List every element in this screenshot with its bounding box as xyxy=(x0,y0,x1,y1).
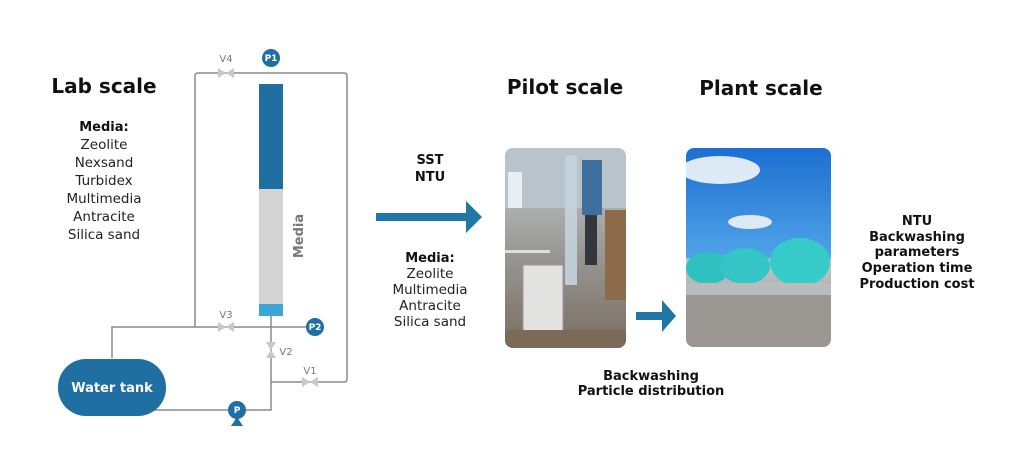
pressure-p2-label: P2 xyxy=(309,323,322,333)
pilot-scale-title: Pilot scale xyxy=(507,75,623,99)
pump-base xyxy=(231,417,243,426)
plant-output: NTU xyxy=(902,214,932,229)
valve-v3 xyxy=(218,322,234,332)
valve-v2-label: V2 xyxy=(279,347,292,358)
param-sst: SST xyxy=(416,153,443,168)
plant-output: Production cost xyxy=(859,277,974,292)
plant-output: Backwashing xyxy=(869,230,965,245)
valve-v2 xyxy=(266,342,276,358)
lab-media-item: Nexsand xyxy=(75,155,134,171)
lab-media-item: Silica sand xyxy=(68,227,140,243)
pump-label: P xyxy=(234,406,241,416)
transfer-media-item: Multimedia xyxy=(392,282,467,298)
plant-scale-title: Plant scale xyxy=(699,76,822,100)
pilot-output: Particle distribution xyxy=(578,384,725,399)
valve-v1-label: V1 xyxy=(303,366,316,377)
lab-media-list: Zeolite Nexsand Turbidex Multimedia Antr… xyxy=(66,137,141,243)
lab-media-item: Turbidex xyxy=(74,173,132,189)
param-ntu: NTU xyxy=(415,170,445,185)
column-media-label: Media xyxy=(292,214,307,258)
transfer-media-item: Antracite xyxy=(399,298,461,314)
lab-media-item: Zeolite xyxy=(81,137,128,153)
valve-v1 xyxy=(302,377,318,387)
lab-media-heading: Media: xyxy=(79,120,129,135)
arrow-pilot-to-plant xyxy=(636,300,676,332)
pump-icon xyxy=(228,401,246,419)
lab-media-item: Antracite xyxy=(73,209,135,225)
pressure-gauge-p2 xyxy=(306,318,324,336)
valve-v4-label: V4 xyxy=(219,54,232,65)
water-tank xyxy=(58,359,166,416)
valve-v4 xyxy=(218,68,234,78)
arrow-lab-to-pilot xyxy=(376,201,482,233)
transfer-media-item: Zeolite xyxy=(407,266,454,282)
plant-photo xyxy=(686,148,831,347)
filter-column xyxy=(259,84,283,316)
valve-v3-label: V3 xyxy=(219,310,232,321)
plant-output: parameters xyxy=(875,245,960,260)
transfer-media-heading: Media: xyxy=(405,251,455,266)
transfer-media-item: Silica sand xyxy=(394,314,466,330)
lab-scale-title: Lab scale xyxy=(51,74,156,98)
pilot-photo xyxy=(505,148,626,348)
pressure-p1-label: P1 xyxy=(265,54,278,64)
piping xyxy=(111,72,348,411)
lab-media-item: Multimedia xyxy=(66,191,141,207)
water-tank-label: Water tank xyxy=(71,381,153,396)
pilot-output: Backwashing xyxy=(603,369,699,384)
plant-output: Operation time xyxy=(862,261,973,276)
pressure-gauge-p1 xyxy=(262,49,280,67)
